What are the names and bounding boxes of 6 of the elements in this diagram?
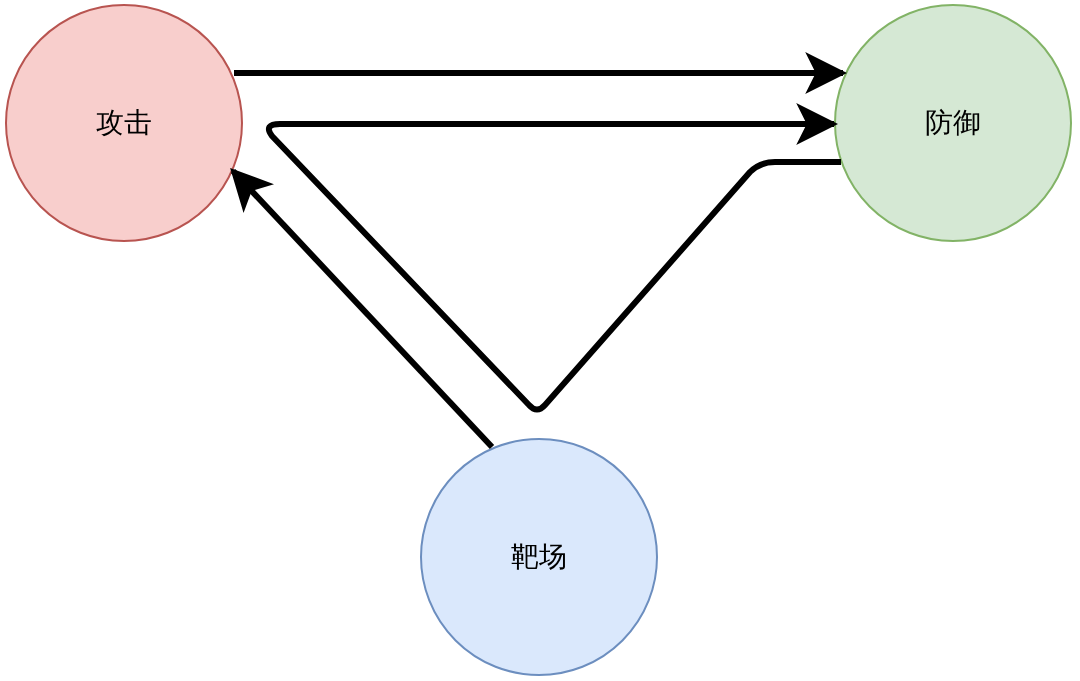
arrow (230, 167, 495, 450)
arrow (268, 103, 841, 411)
arrow (234, 52, 848, 94)
node-label: 攻击 (96, 105, 152, 141)
node-label: 防御 (925, 105, 981, 141)
node-label: 靶场 (511, 539, 567, 575)
